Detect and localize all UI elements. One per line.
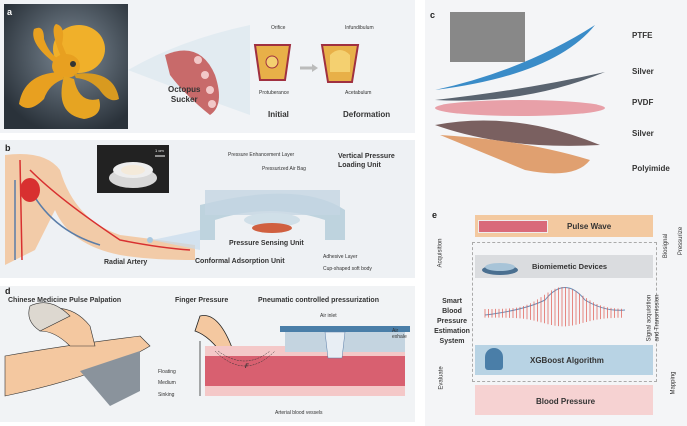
radial-artery-label: Radial Artery xyxy=(104,259,148,266)
protuberance-label: Protuberance xyxy=(259,90,290,96)
depth-floating: Floating xyxy=(158,369,176,375)
octopus-image xyxy=(4,4,128,129)
air-bag-label: Pressurized Air Bag xyxy=(262,166,306,172)
mapping-label: Mapping xyxy=(670,371,677,395)
arm-illustration xyxy=(5,145,345,265)
layer-silver-top xyxy=(435,72,605,101)
octopus-icon xyxy=(19,24,119,119)
devices-box xyxy=(475,255,653,278)
sensor-layer xyxy=(252,223,292,233)
pressurize-label: Pressurize xyxy=(678,226,685,256)
infundibulum-label: Infundibulum xyxy=(345,25,374,31)
air-inlet-label: Air inlet xyxy=(320,313,337,319)
layer-stack xyxy=(435,12,605,174)
layer-label-1: Silver xyxy=(632,67,654,76)
layer-silver-bottom xyxy=(435,120,600,146)
panel-a-label: a xyxy=(7,7,13,17)
sucker-zoom-cone xyxy=(128,25,360,115)
initial-title: Initial xyxy=(268,110,289,119)
brain-icon xyxy=(485,348,503,370)
evaluate-label: Evaluate xyxy=(438,366,445,390)
signal-waveform xyxy=(484,287,626,327)
depth-sinking: Sinking xyxy=(158,392,175,398)
layer-pvdf xyxy=(435,100,605,116)
scale-bar-label: 1 cm xyxy=(155,148,164,153)
force-label: F xyxy=(245,364,249,370)
heart-icon xyxy=(20,178,40,202)
panel-b-label: b xyxy=(5,143,11,153)
sem-image xyxy=(450,12,525,62)
blood-pressure-box xyxy=(475,385,653,415)
panel-e-label: e xyxy=(432,210,438,220)
pulse-wave-label: Pulse Wave xyxy=(567,222,612,231)
cup-body-label: Cup-shaped soft body xyxy=(323,266,372,272)
wrist-pillow xyxy=(80,351,140,406)
pulse-vessel-icon xyxy=(478,220,548,233)
device-icon xyxy=(482,263,518,275)
biosignal-label: Biosignal xyxy=(663,233,670,259)
xgboost-box xyxy=(475,345,653,375)
layer-label-4: Polyimide xyxy=(632,164,670,173)
depth-medium: Medium xyxy=(158,380,176,386)
pneumatic-device xyxy=(280,326,410,332)
devices-label: Biomiemetic Devices xyxy=(532,262,608,271)
acquisition-label: Acquisition xyxy=(437,238,444,268)
layer-polyimide xyxy=(440,135,590,174)
vessels-label: Arterial blood vessels xyxy=(275,410,323,416)
xgboost-label: XGBoost Algorithm xyxy=(530,356,604,365)
deformation-title: Deformation xyxy=(343,110,391,119)
adhesive-layer-label: Adhesive Layer xyxy=(323,254,358,260)
layer-label-3: Silver xyxy=(632,129,654,138)
enhancement-layer-label: Pressure Enhancement Layer xyxy=(228,152,295,158)
tcm-title: Chinese Medicine Pulse Palpation xyxy=(8,297,122,304)
acetabulum-label: Acetabulum xyxy=(345,90,372,96)
blood-pressure-label: Blood Pressure xyxy=(536,397,596,406)
devices-dashed-group xyxy=(472,242,657,382)
pneumatic-title: Pneumatic controlled pressurization xyxy=(258,297,379,304)
panel-c-label: c xyxy=(430,10,436,20)
panel-d-label: d xyxy=(5,286,11,296)
blood-vessel xyxy=(205,356,405,386)
layer-label-2: PVDF xyxy=(632,98,654,107)
adsorption-unit-label: Conformal Adsorption Unit xyxy=(195,258,285,265)
finger-title: Finger Pressure xyxy=(175,297,229,304)
sensing-unit-label: Pressure Sensing Unit xyxy=(229,240,304,247)
palpation-illustration xyxy=(4,302,410,406)
orifice-label: Orifice xyxy=(271,25,286,31)
layer-label-0: PTFE xyxy=(632,31,653,40)
